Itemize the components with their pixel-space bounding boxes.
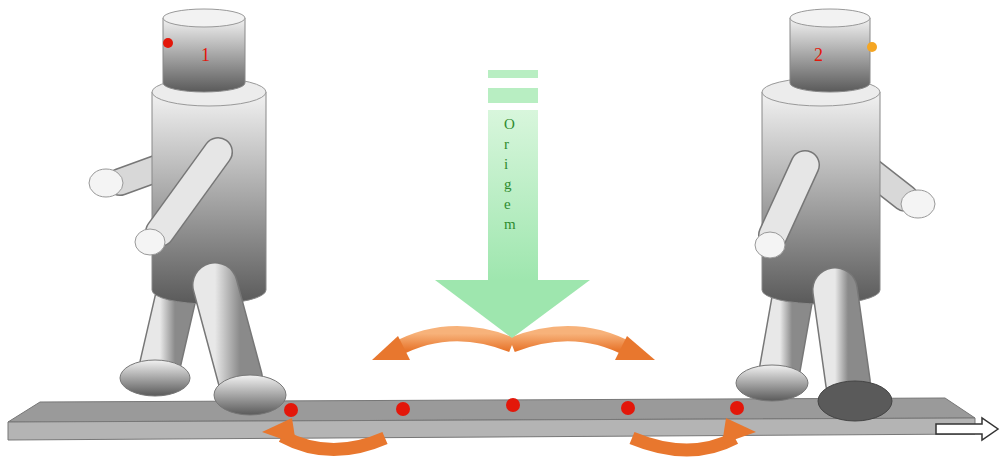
robot (89, 9, 286, 415)
arrow-label: Origem (504, 114, 505, 234)
robot-number: 1 (201, 46, 210, 64)
robot (736, 9, 935, 421)
step-arrows (262, 418, 756, 450)
position-dots (284, 398, 744, 417)
spread-arrows (372, 334, 655, 360)
direction-arrow (936, 418, 998, 440)
robot-number: 2 (814, 46, 823, 64)
origin-arrow (435, 70, 590, 338)
